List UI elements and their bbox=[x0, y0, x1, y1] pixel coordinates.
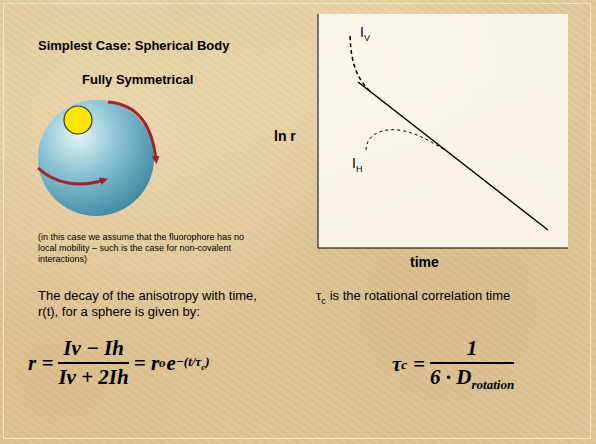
fraction-bar bbox=[430, 362, 514, 364]
subscript: c bbox=[401, 357, 407, 373]
correlation-formula: τc = 1 6 · Drotation bbox=[392, 336, 519, 393]
body-text: The decay of the anisotropy with time, r… bbox=[38, 288, 273, 320]
formula-text: r = bbox=[28, 351, 53, 376]
formula-text: Iv − Ih bbox=[63, 336, 124, 360]
formula-text: = bbox=[413, 352, 425, 377]
formula-text: = r bbox=[134, 351, 159, 376]
curve-name: I bbox=[360, 24, 364, 40]
formula-text: 6 · D bbox=[430, 365, 471, 389]
curve-label: IV bbox=[360, 24, 370, 43]
subscript: V bbox=[364, 33, 370, 43]
exponent: −(t/τc) bbox=[176, 354, 210, 372]
numerator: Iv − Ih bbox=[63, 336, 124, 361]
formula-text: 1 bbox=[467, 336, 478, 360]
subscript: c bbox=[321, 296, 326, 306]
formula-text: e bbox=[167, 351, 176, 376]
formula-text: ) bbox=[205, 354, 209, 369]
subscript: o bbox=[159, 355, 166, 371]
subscript: rotation bbox=[472, 377, 515, 392]
label-holder: (in this case we assume that the fluorop… bbox=[38, 232, 253, 265]
denominator: 6 · Drotation bbox=[430, 365, 514, 393]
decay-plot bbox=[318, 14, 568, 248]
subscript: c bbox=[201, 362, 205, 372]
formula-text: −(t/τ bbox=[176, 354, 201, 369]
note-text: (in this case we assume that the fluorop… bbox=[38, 232, 253, 265]
definition-text: is the rotational correlation time bbox=[330, 288, 511, 303]
sphere-illustration bbox=[38, 100, 156, 216]
label-holder: time bbox=[410, 254, 439, 270]
label-holder: ln r bbox=[274, 128, 296, 144]
subscript: H bbox=[356, 164, 363, 174]
definition-line: τc is the rotational correlation time bbox=[316, 288, 510, 306]
label-holder: The decay of the anisotropy with time, r… bbox=[38, 288, 273, 320]
axis-label: time bbox=[410, 254, 439, 270]
curve-name: I bbox=[352, 155, 356, 171]
formula-text: Iv + 2Ih bbox=[58, 365, 128, 389]
denominator: Iv + 2Ih bbox=[58, 365, 128, 390]
axis-label: ln r bbox=[274, 128, 296, 144]
label-holder: Fully Symmetrical bbox=[82, 72, 193, 87]
anisotropy-formula: r = Iv − Ih Iv + 2Ih= roe−(t/τc) bbox=[28, 336, 209, 390]
fraction: 1 6 · Drotation bbox=[430, 336, 514, 393]
numerator: 1 bbox=[467, 336, 478, 361]
title-holder: Simplest Case: Spherical Body bbox=[38, 38, 229, 53]
subtitle: Fully Symmetrical bbox=[82, 72, 193, 87]
formula-text: τ bbox=[392, 352, 401, 377]
curve-label: IH bbox=[352, 155, 362, 174]
symbol-tau: τ bbox=[316, 288, 321, 303]
fraction: Iv − Ih Iv + 2Ih bbox=[58, 336, 128, 390]
fraction-bar bbox=[58, 362, 128, 364]
slide-title: Simplest Case: Spherical Body bbox=[38, 38, 229, 53]
